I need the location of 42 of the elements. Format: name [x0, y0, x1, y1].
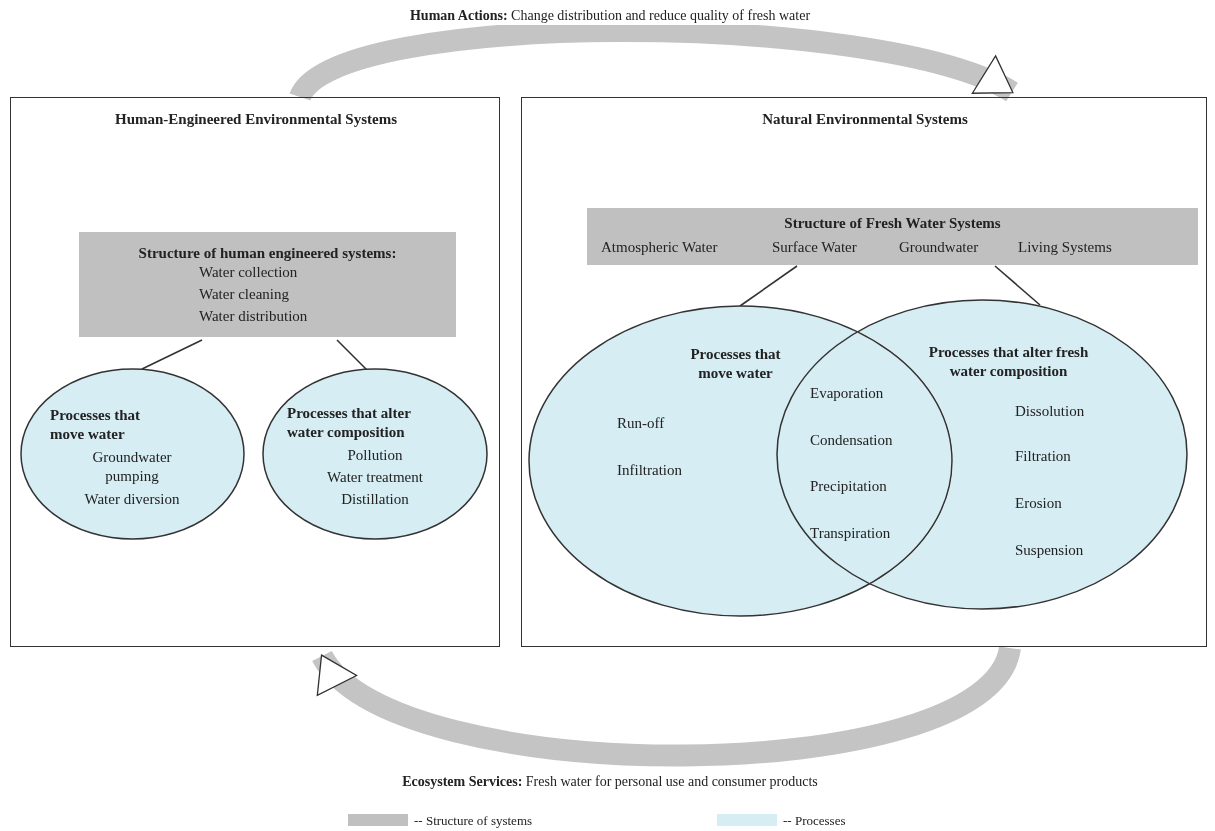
box-heading: Structure of human engineered systems:	[137, 244, 398, 263]
circle-heading: Processes that move water	[50, 406, 142, 444]
list-item: Condensation	[810, 431, 893, 450]
circle-heading: Processes that alter water composition	[287, 404, 412, 442]
list-item: Water cleaning	[199, 285, 290, 304]
list-item: Living Systems	[1018, 238, 1112, 257]
list-item: Transpiration	[810, 524, 891, 543]
list-item: Evaporation	[810, 384, 884, 403]
legend-text: -- Processes	[783, 812, 846, 830]
structure-box	[587, 208, 1198, 265]
list-item: Water distribution	[199, 307, 309, 326]
list-item: Erosion	[1015, 494, 1062, 513]
list-item: Groundwater	[899, 238, 979, 257]
box-heading: Natural Environmental Systems	[761, 110, 969, 129]
list-item: Infiltration	[617, 461, 682, 480]
list-item: Atmospheric Water	[601, 238, 718, 257]
list-item: Surface Water	[772, 238, 857, 257]
connector-line	[141, 339, 203, 370]
ellipse-heading: Processes that move water	[689, 345, 782, 383]
list-item: Pollution	[346, 446, 404, 465]
list-item: Groundwater pumping	[91, 448, 173, 486]
list-item: Water diversion	[83, 490, 181, 509]
system-box	[10, 97, 500, 647]
box-heading: Human-Engineered Environmental Systems	[114, 110, 398, 129]
list-item: Water collection	[199, 263, 299, 282]
list-item: Water treatment	[326, 468, 424, 487]
list-item: Precipitation	[810, 477, 887, 496]
process-circle	[262, 368, 488, 540]
list-item: Run-off	[617, 414, 665, 433]
list-item: Filtration	[1015, 447, 1071, 466]
system-box	[521, 97, 1207, 647]
ellipse-heading: Processes that alter fresh water composition	[927, 343, 1090, 381]
legend-text: -- Structure of systems	[414, 812, 533, 830]
box-heading: Structure of Fresh Water Systems	[783, 214, 1002, 233]
process-circle	[20, 368, 245, 540]
connector-line	[994, 265, 1041, 306]
list-item: Suspension	[1015, 541, 1084, 560]
list-item: Dissolution	[1015, 402, 1085, 421]
connector-line	[336, 339, 368, 371]
list-item: Distillation	[340, 490, 410, 509]
connector-line	[739, 265, 798, 307]
structure-box	[79, 232, 456, 337]
